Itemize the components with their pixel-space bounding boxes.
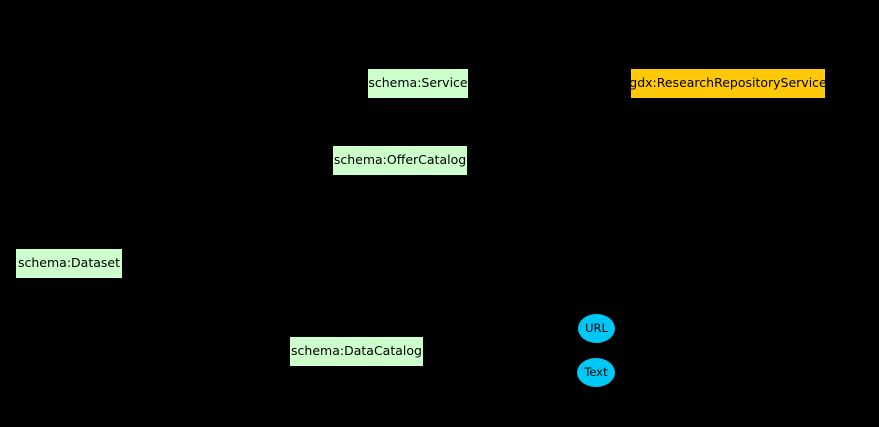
graph-node-label: schema:DataCatalog — [291, 343, 422, 359]
graph-node-label: Text — [584, 364, 608, 379]
graph-node-schema-dataset[interactable]: schema:Dataset — [16, 249, 122, 278]
graph-node-label: URL — [585, 320, 608, 335]
graph-node-text[interactable]: Text — [577, 358, 615, 387]
graph-node-gdx-research-repository-service[interactable]: gdx:ResearchRepositoryService — [629, 69, 827, 98]
graph-node-label: gdx:ResearchRepositoryService — [629, 75, 827, 91]
graph-node-schema-service[interactable]: schema:Service — [368, 69, 468, 98]
graph-node-schema-offercatalog[interactable]: schema:OfferCatalog — [333, 146, 467, 175]
graph-node-label: schema:Service — [368, 75, 468, 91]
graph-node-label: schema:Dataset — [18, 255, 120, 271]
graph-node-label: schema:OfferCatalog — [333, 152, 467, 168]
graph-node-url[interactable]: URL — [578, 314, 615, 343]
graph-node-schema-datacatalog[interactable]: schema:DataCatalog — [290, 337, 423, 366]
